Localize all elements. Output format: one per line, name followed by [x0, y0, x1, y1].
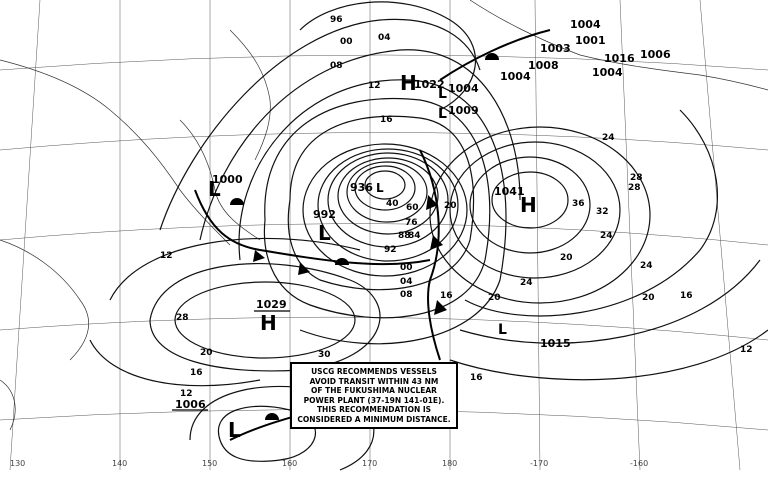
isobar-label: 04	[400, 277, 413, 287]
pressure-center-low-1009: L 1009	[438, 104, 479, 122]
isobar-label: 24	[640, 261, 653, 271]
notice-line: USCG RECOMMENDS VESSELS	[311, 367, 437, 376]
isobar-label: 76	[405, 218, 418, 228]
center-letter: H	[400, 71, 417, 95]
center-value: 1000	[212, 173, 243, 186]
notice-line: POWER PLANT (37-19N 141-01E).	[303, 395, 445, 405]
notice-line: THIS RECOMMENDATION IS	[316, 405, 432, 414]
isobar-label: 24	[520, 278, 533, 288]
isobar-label: 16	[190, 368, 203, 378]
isobar-label: 20	[560, 253, 573, 263]
center-value: 936	[350, 181, 373, 194]
isobar-label: 24	[602, 133, 615, 143]
ne-value: 1006	[640, 48, 671, 61]
ne-value: 1004	[500, 70, 531, 83]
pressure-center-high-1029: 1029 H	[254, 298, 290, 335]
isobar-label: 20	[200, 348, 213, 358]
center-letter: L	[376, 181, 384, 195]
isobar-label: 20	[488, 293, 501, 303]
lon-label: 160	[282, 459, 297, 468]
isobar-label: 20	[444, 201, 457, 211]
isobar-label: 88	[398, 231, 411, 241]
center-letter: L	[208, 177, 221, 201]
center-letter: L	[438, 86, 447, 102]
isobars	[89, 1, 768, 471]
center-letter: H	[520, 193, 537, 217]
ne-value: 1003	[540, 42, 571, 55]
longitude-labels: 130 140 150 160 170 180 -170 -160	[10, 459, 648, 468]
coastlines	[0, 0, 768, 431]
lon-label: 140	[112, 459, 127, 468]
lon-label: 130	[10, 459, 25, 468]
center-letter: L	[318, 221, 331, 245]
center-letter: L	[438, 106, 447, 122]
isobar-label: 28	[630, 173, 643, 183]
center-value: 1004	[448, 82, 479, 95]
isobar-label: 16	[680, 291, 693, 301]
pressure-center-low-storm: 936 L	[350, 181, 384, 195]
isobar-label: 12	[740, 345, 753, 355]
center-value: 1009	[448, 104, 479, 117]
isobar-label: 04	[378, 33, 391, 43]
notice-line: AVOID TRANSIT WITHIN 43 NM	[309, 376, 439, 386]
northeast-pressure-values: 1004 1003 1001 1008 1006 1016 1004 1004	[500, 18, 671, 83]
center-value: 1029	[256, 298, 287, 311]
pressure-center-low-1015: L 1015	[498, 322, 571, 350]
uscg-notice-box: USCG RECOMMENDS VESSELS AVOID TRANSIT WI…	[290, 362, 458, 429]
lon-label: 150	[202, 459, 217, 468]
pressure-centers: L 1000 936 L L 992 H 1041 1029 H L	[172, 71, 571, 442]
isobar-label: 12	[160, 251, 173, 261]
isobar-label: 36	[572, 199, 585, 209]
ne-value: 1016	[604, 52, 635, 65]
center-letter: L	[498, 322, 507, 338]
center-value: 1015	[540, 337, 571, 350]
pressure-center-low-1006: 1006 L	[172, 398, 241, 442]
ne-value: 1008	[528, 59, 559, 72]
lon-label: 180	[442, 459, 457, 468]
isobar-label: 60	[406, 203, 419, 213]
center-letter: H	[260, 311, 277, 335]
isobar-label: 96	[330, 15, 343, 25]
center-letter: L	[228, 418, 241, 442]
isobar-label: 16	[470, 373, 483, 383]
isobar-label: 40	[386, 199, 399, 209]
lon-label: 170	[362, 459, 377, 468]
pressure-center-low-japan: L 1000	[208, 173, 243, 201]
pressure-center-high-1041: H 1041	[494, 185, 537, 217]
notice-line: OF THE FUKUSHIMA NUCLEAR	[311, 386, 437, 395]
isobar-label: 08	[330, 61, 343, 71]
isobar-label: 12	[368, 81, 381, 91]
isobar-label: 08	[400, 290, 413, 300]
isobar-label: 20	[642, 293, 655, 303]
fronts	[194, 29, 551, 441]
pressure-center-low-992: L 992	[313, 208, 336, 245]
isobar-label: 84	[408, 231, 421, 241]
center-value: 1022	[414, 78, 445, 91]
isobar-label: 28	[628, 183, 641, 193]
center-value: 1006	[175, 398, 206, 411]
isobar-label: 12	[180, 389, 193, 399]
ne-value: 1004	[570, 18, 601, 31]
isobar-label: 16	[380, 115, 393, 125]
isobar-label: 28	[176, 313, 189, 323]
pressure-center-low-1004: L 1004	[438, 82, 479, 102]
notice-line: CONSIDERED A MINIMUM DISTANCE.	[297, 414, 451, 424]
isobar-label: 00	[400, 263, 413, 273]
pressure-center-high-north: H 1022	[400, 71, 445, 95]
isobar-label: 30	[318, 350, 331, 360]
lon-label: -170	[530, 459, 548, 468]
lon-label: -160	[630, 459, 648, 468]
isobar-label: 92	[384, 245, 397, 255]
isobar-label: 00	[340, 37, 353, 47]
ne-value: 1001	[575, 34, 606, 47]
isobar-label: 24	[600, 231, 613, 241]
center-value: 1041	[494, 185, 525, 198]
ne-value: 1004	[592, 66, 623, 79]
isobar-label: 32	[596, 207, 609, 217]
center-value: 992	[313, 208, 336, 221]
isobar-label: 16	[440, 291, 453, 301]
